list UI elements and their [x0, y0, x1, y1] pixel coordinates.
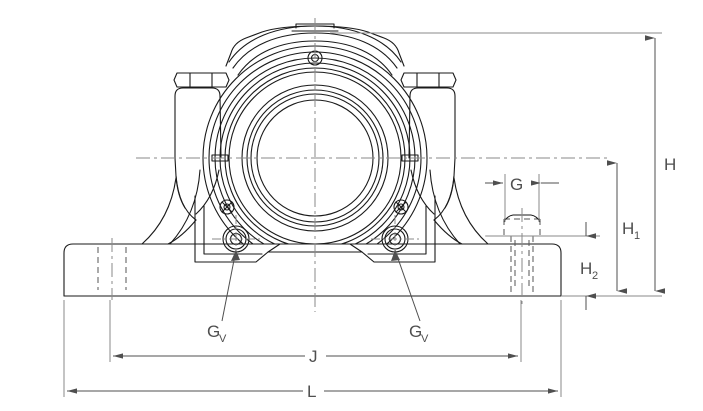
callout-label-gv-left-sub: V: [219, 333, 227, 345]
dimension-label-H1-sub: 1: [634, 230, 640, 242]
dimension-label-H: H: [662, 152, 678, 174]
pedestal-block-inner: [203, 205, 263, 255]
cap-top-arc-inner1: [232, 32, 398, 69]
dimension-label-H-text: H: [664, 155, 676, 174]
leader-arrowhead-left: [231, 250, 240, 261]
housing-body-group: [63, 23, 621, 297]
right-rib-sweep-outer: [453, 177, 489, 245]
leader-line-left: [221, 249, 237, 322]
right-lug-bottom-curve: [433, 175, 455, 221]
cap-top-arc-inner2: [237, 40, 393, 76]
left-bolt-lug: [174, 95, 186, 209]
dimension-label-H2: H 2: [578, 256, 604, 282]
callout-label-gv-right-text: G: [409, 322, 422, 341]
dimension-label-L-text: L: [307, 382, 316, 401]
housing-right-wall: [433, 219, 463, 245]
dimension-label-G-text: G: [510, 175, 523, 194]
left-rib-sweep-outer: [141, 177, 177, 245]
hidden-line-group: [97, 218, 541, 292]
dimension-label-L: L: [303, 379, 324, 401]
housing-outer-profile-right: [314, 25, 405, 67]
left-bolt-lug-outer: [174, 87, 222, 159]
leader-line-right: [394, 249, 421, 322]
housing-left-wall: [167, 219, 197, 245]
callout-label-gv-left: G V: [207, 322, 227, 345]
grease-fitting-right-icon: [393, 199, 409, 215]
callout-label-gv-right-sub: V: [421, 333, 429, 345]
grease-fitting-left-icon: [219, 199, 235, 215]
right-bolt-lug: [444, 95, 456, 209]
left-rib-sweep-inner: [169, 169, 201, 245]
callout-leader-group: [221, 249, 421, 322]
right-rib-sweep-inner: [429, 169, 461, 245]
left-lug-bottom-curve: [175, 175, 197, 221]
callout-label-gv-right: G V: [409, 322, 429, 345]
housing-outer-profile: [225, 25, 316, 67]
centerline-group: [111, 18, 611, 312]
leader-arrowhead-right: [391, 250, 400, 261]
right-bolt-lug-outer: [408, 87, 456, 159]
right-cap-bolt-head: [400, 72, 457, 88]
split-line-tab-left: [211, 154, 229, 162]
dimension-text-group: H H 1 H 2 G J L G: [207, 152, 678, 401]
dimension-label-H2-text: H: [580, 259, 592, 278]
callout-arrowheads: [231, 250, 400, 261]
dimension-label-H1: H 1: [620, 216, 645, 242]
split-line-tab-right: [401, 154, 419, 162]
dimension-label-J: J: [305, 344, 326, 366]
left-cap-bolt-head: [173, 72, 230, 88]
dimension-label-J-text: J: [309, 347, 318, 366]
dimension-label-G: G: [508, 173, 524, 194]
dimension-line-group: [63, 32, 665, 397]
base-outline: [63, 243, 562, 297]
dimension-label-H2-sub: 2: [592, 270, 598, 282]
callout-label-gv-left-text: G: [207, 322, 220, 341]
dimension-label-H1-text: H: [622, 219, 634, 238]
pedestal-block-inner-r: [367, 205, 427, 255]
